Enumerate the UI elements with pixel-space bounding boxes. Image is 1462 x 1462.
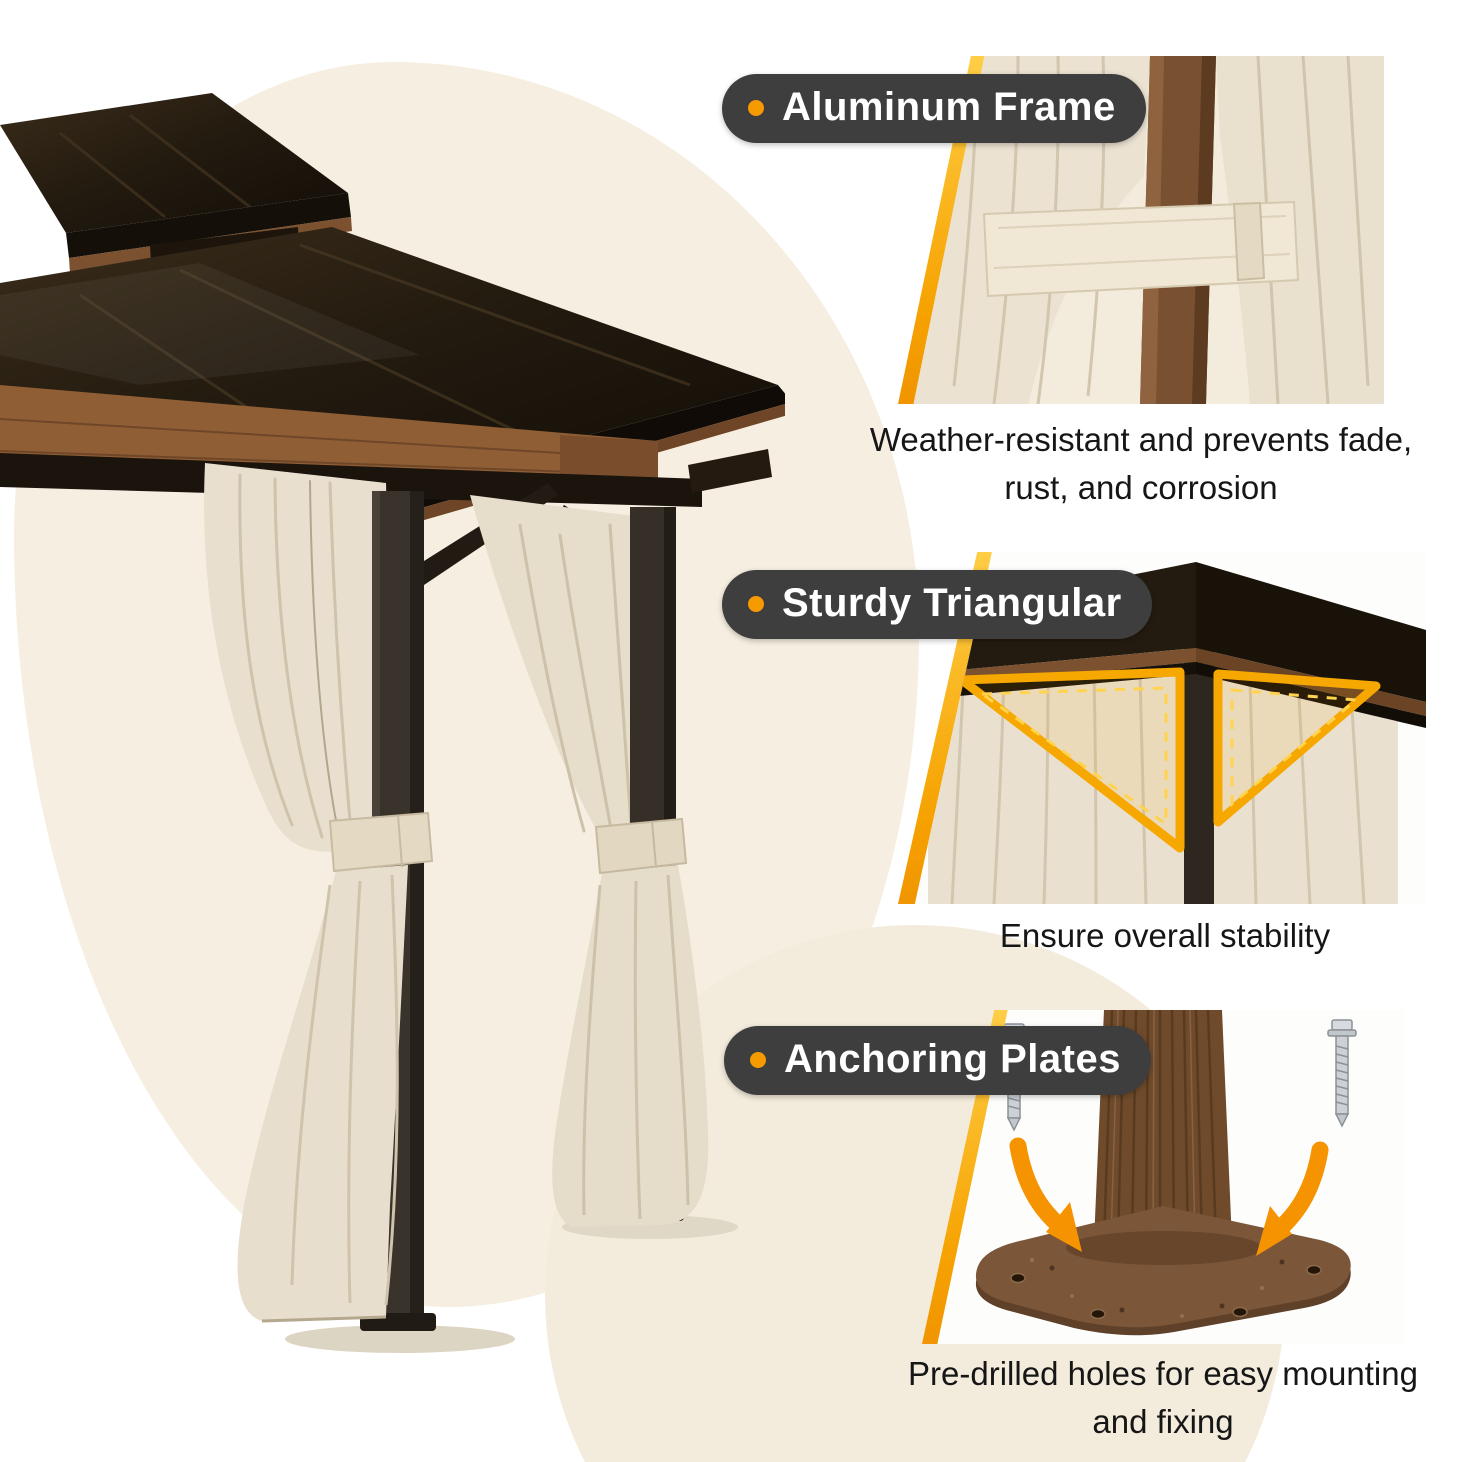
feature-description: Pre-drilled holes for easy mounting and …	[908, 1355, 1418, 1440]
panel-image	[914, 552, 1426, 904]
curtain-tie-band	[328, 811, 434, 873]
curtain-tie-band	[982, 200, 1300, 298]
feature-label-text: Anchoring Plates	[784, 1037, 1121, 1081]
pre-drilled-hole	[1090, 1308, 1106, 1320]
arrow-down-icon	[1256, 1141, 1329, 1256]
feature-description: Weather-resistant and prevents fade, rus…	[869, 421, 1413, 506]
corner-post	[1184, 648, 1214, 904]
feature-label-anchoring-plates: Anchoring Plates	[724, 1026, 1151, 1095]
gazebo-curtains-lower	[237, 811, 709, 1323]
feature-label-text: Aluminum Frame	[782, 85, 1116, 129]
panel-image	[913, 56, 1384, 404]
aluminum-frame-photo	[913, 56, 1384, 404]
highlight-triangle-icon	[957, 667, 1381, 853]
gazebo-illustration	[0, 93, 785, 1353]
feature-panel-aluminum-frame	[898, 56, 1384, 404]
arrow-down-icon	[1009, 1137, 1082, 1252]
feature-label-sturdy-triangular: Sturdy Triangular	[722, 570, 1152, 639]
feature-label-text: Sturdy Triangular	[782, 581, 1122, 625]
pre-drilled-hole	[1010, 1272, 1026, 1284]
feature-label-aluminum-frame: Aluminum Frame	[722, 74, 1146, 143]
gazebo-curtains-upper	[204, 463, 654, 852]
bullet-icon	[748, 595, 764, 612]
pre-drilled-hole	[1232, 1306, 1248, 1318]
bullet-icon	[748, 99, 764, 116]
feature-panel-sturdy-triangular	[898, 552, 1426, 904]
pre-drilled-hole	[1306, 1264, 1322, 1276]
curtain-tie-band	[594, 817, 688, 875]
anchor-bolt-icon	[1327, 1019, 1357, 1128]
feature-description: Ensure overall stability	[999, 917, 1331, 954]
bullet-icon	[750, 1051, 766, 1068]
post-shadow	[285, 1325, 515, 1353]
